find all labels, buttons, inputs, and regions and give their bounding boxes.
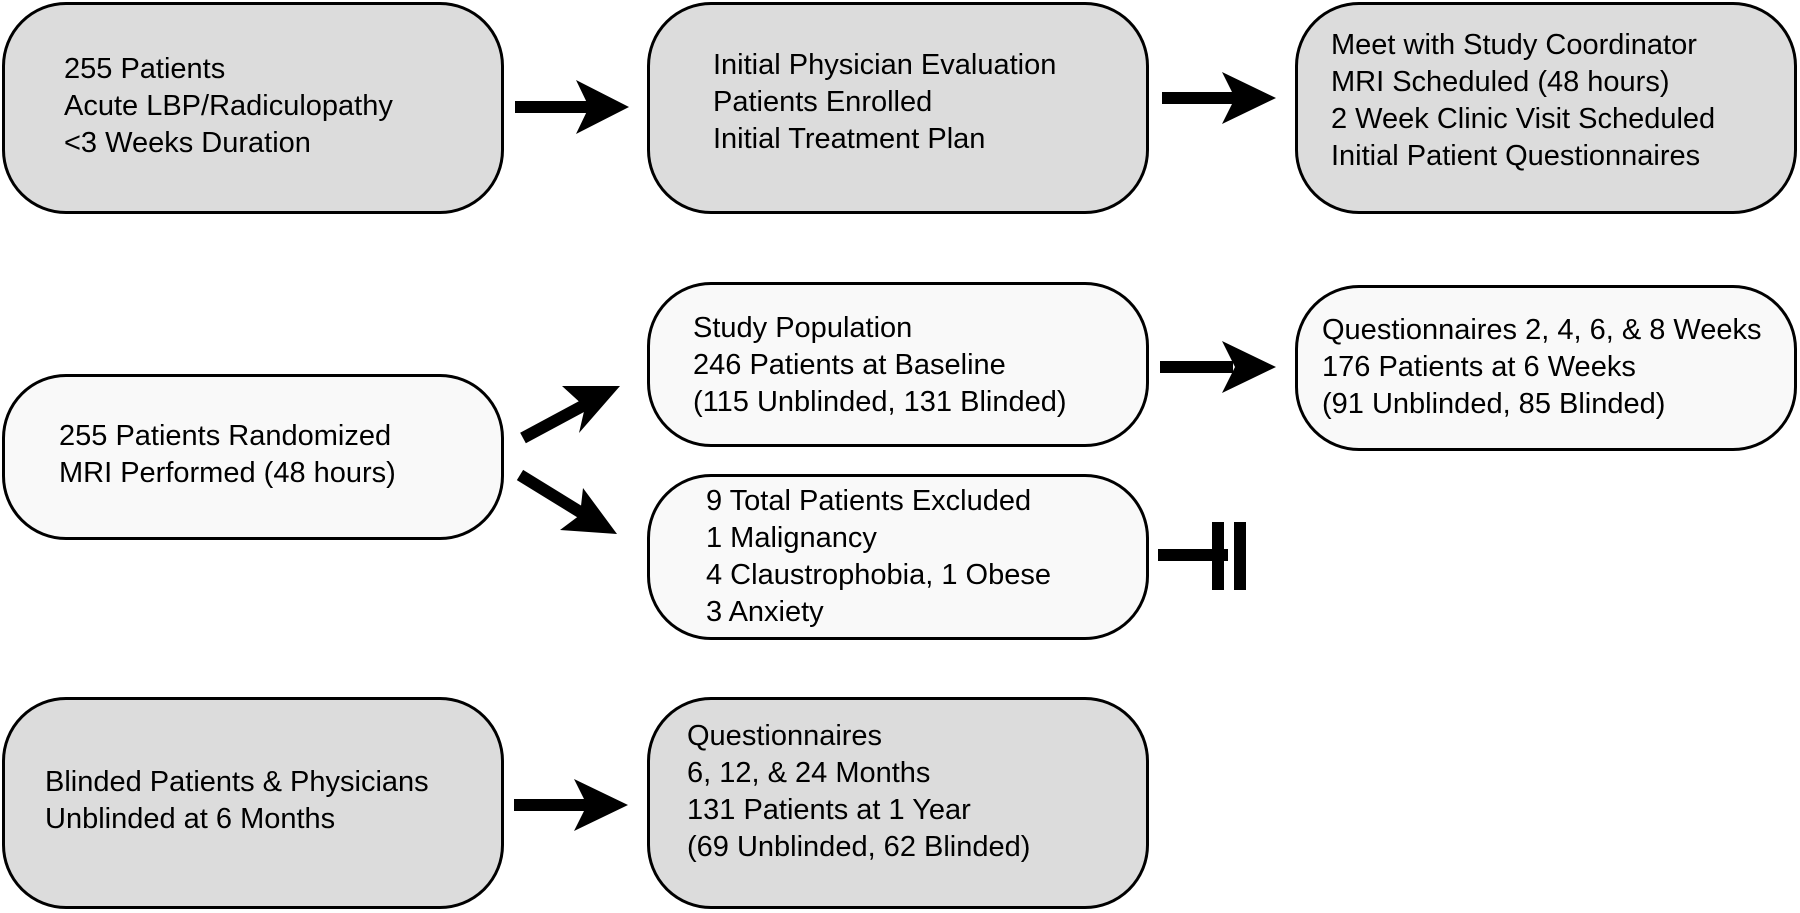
long-term-line: 131 Patients at 1 Year xyxy=(687,794,971,826)
study-population-line: (115 Unblinded, 131 Blinded) xyxy=(693,386,1067,418)
excluded-line: 3 Anxiety xyxy=(706,596,824,628)
randomized-to-excluded-arrow xyxy=(516,469,589,521)
arrowhead xyxy=(562,386,620,433)
excluded-line: 9 Total Patients Excluded xyxy=(706,485,1032,517)
long-term-line: 6, 12, & 24 Months xyxy=(687,757,931,789)
coordinator-line: Initial Patient Questionnaires xyxy=(1331,140,1701,172)
evaluation-line: Patients Enrolled xyxy=(713,86,933,118)
coordinator-text: Meet with Study Coordinator MRI Schedule… xyxy=(1331,27,1715,175)
study-population-box xyxy=(647,282,1149,447)
arrowhead xyxy=(560,488,617,534)
unblinded-box xyxy=(2,697,504,909)
randomized-to-population-arrow xyxy=(520,396,593,444)
six-weeks-line: (91 Unblinded, 85 Blinded) xyxy=(1322,388,1666,420)
unblinded-text: Blinded Patients & Physicians Unblinded … xyxy=(45,764,429,838)
excluded-box xyxy=(647,474,1149,640)
study-population-text: Study Population 246 Patients at Baselin… xyxy=(693,310,1067,421)
intake-line: <3 Weeks Duration xyxy=(64,127,311,159)
study-population-line: 246 Patients at Baseline xyxy=(693,349,1006,381)
arrowhead xyxy=(1222,72,1276,124)
coordinator-line: MRI Scheduled (48 hours) xyxy=(1331,66,1670,98)
coordinator-line: Meet with Study Coordinator xyxy=(1331,29,1697,61)
excluded-text: 9 Total Patients Excluded 1 Malignancy 4… xyxy=(706,483,1051,631)
intake-text: 255 Patients Acute LBP/Radiculopathy <3 … xyxy=(64,51,393,162)
coordinator-line: 2 Week Clinic Visit Scheduled xyxy=(1331,103,1716,135)
unblinded-line: Unblinded at 6 Months xyxy=(45,803,336,835)
randomized-box xyxy=(2,374,504,540)
six-weeks-line: 176 Patients at 6 Weeks xyxy=(1322,351,1636,383)
intake-box xyxy=(2,2,504,214)
arrowhead xyxy=(576,80,629,134)
six-weeks-text: Questionnaires 2, 4, 6, & 8 Weeks 176 Pa… xyxy=(1322,312,1762,423)
six-weeks-box xyxy=(1295,285,1797,451)
randomized-text: 255 Patients Randomized MRI Performed (4… xyxy=(59,418,396,492)
arrowhead xyxy=(574,779,628,831)
long-term-line: (69 Unblinded, 62 Blinded) xyxy=(687,831,1031,863)
evaluation-line: Initial Treatment Plan xyxy=(713,123,986,155)
evaluation-box xyxy=(647,2,1149,214)
coordinator-box xyxy=(1295,2,1797,214)
evaluation-line: Initial Physician Evaluation xyxy=(713,49,1057,81)
unblinded-line: Blinded Patients & Physicians xyxy=(45,766,429,798)
long-term-box xyxy=(647,697,1149,909)
randomized-line: MRI Performed (48 hours) xyxy=(59,457,396,489)
study-population-line: Study Population xyxy=(693,312,913,344)
long-term-line: Questionnaires xyxy=(687,720,883,752)
long-term-text: Questionnaires 6, 12, & 24 Months 131 Pa… xyxy=(687,718,1030,866)
arrowhead xyxy=(1222,341,1276,393)
randomized-line: 255 Patients Randomized xyxy=(59,420,392,452)
excluded-line: 1 Malignancy xyxy=(706,522,877,554)
six-weeks-line: Questionnaires 2, 4, 6, & 8 Weeks xyxy=(1322,314,1762,346)
intake-line: 255 Patients xyxy=(64,53,226,85)
evaluation-text: Initial Physician Evaluation Patients En… xyxy=(713,47,1056,158)
excluded-line: 4 Claustrophobia, 1 Obese xyxy=(706,559,1051,591)
intake-line: Acute LBP/Radiculopathy xyxy=(64,90,393,122)
